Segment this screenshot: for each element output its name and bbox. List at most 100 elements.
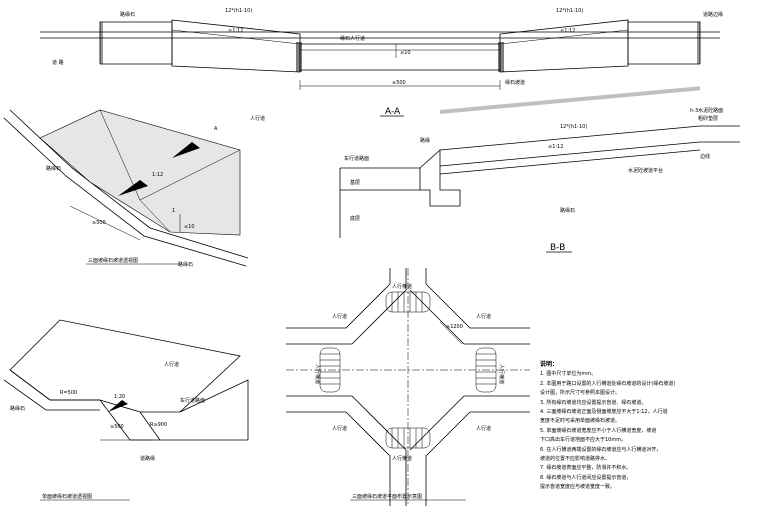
plan-corner-bl-outer bbox=[286, 411, 391, 506]
note-item: 提示盲道宽度应与坡道宽度一致。 bbox=[540, 484, 616, 491]
tf-arrow-1 bbox=[118, 180, 148, 196]
sf-ramp-side bbox=[139, 411, 161, 441]
bb-label-curb: 路缘 bbox=[420, 137, 430, 144]
plan-crosswalk-top bbox=[385, 291, 431, 313]
note-item: 3. 所有缘石坡道均应设置提示盲道、缘石坡道。 bbox=[540, 399, 647, 406]
sf-label-r-big: R≥900 bbox=[150, 422, 167, 428]
plan-label-dim: ≥1200 bbox=[446, 324, 463, 330]
tf-ramp-crease-right bbox=[139, 149, 241, 201]
aa-label-height: ≤10 bbox=[400, 50, 411, 56]
aa-right-ramp-line bbox=[499, 29, 629, 45]
sf-label-edge: 道路缘 bbox=[140, 455, 155, 462]
aa-curb-left bbox=[296, 42, 302, 72]
tf-arrow-2 bbox=[172, 142, 200, 158]
sf-curb-front-2 bbox=[3, 379, 100, 411]
aa-label-crosswalk: 缘石人行道 bbox=[340, 35, 365, 42]
bb-label-edge: 边线 bbox=[700, 153, 710, 160]
aa-label-ratio-left: ≤1:12 bbox=[228, 28, 243, 34]
plan-dim-line bbox=[439, 321, 463, 345]
tf-label-dim-a: A bbox=[214, 126, 218, 132]
note-item: 设计图，所示尺寸可参照本图设计。 bbox=[540, 390, 621, 397]
aa-left-ramp-line bbox=[171, 29, 301, 45]
aa-center-platform bbox=[299, 43, 501, 71]
plan-corner-tr-outer bbox=[425, 268, 530, 329]
bb-label-top-right2: 粗砂垫层 bbox=[698, 115, 718, 122]
tf-ramp-area bbox=[39, 109, 241, 236]
plan-label-sidewalk-left: 人行横道 bbox=[314, 364, 321, 384]
aa-label-ratio-right: ≤1:12 bbox=[560, 28, 575, 34]
note-item: 8. 缘石坡道与人行道间应设置提示盲道， bbox=[540, 474, 632, 481]
bb-base-line bbox=[439, 149, 701, 175]
plan-corner-br-inner bbox=[409, 395, 530, 451]
plan-label-pav-tl: 人行道 bbox=[332, 313, 347, 320]
notes-block: 说明： 1. 图中尺寸单位为mm。 2. 本图用于路口设置的人行横道处缘石坡道的… bbox=[540, 360, 750, 493]
bb-label-ratio: ≤1:12 bbox=[548, 144, 563, 150]
note-item: 5. 单面坡缘石坡道宽度应不小于人行横道宽度，坡道 bbox=[540, 427, 657, 434]
bb-label-road: 车行道路面 bbox=[344, 155, 369, 162]
three-face-perspective: 人行道 路缘石 1:12 ≥500 ≤10 1 路缘石 A 三面坡缘石坡道透视图 bbox=[3, 109, 265, 268]
plan-caption: 三面坡缘石坡道平面布置示意图 bbox=[352, 493, 422, 500]
tf-label-ratio: 1:12 bbox=[152, 172, 163, 178]
aa-label-curb-left: 路缘石 bbox=[120, 11, 135, 18]
bb-ramp-top bbox=[419, 125, 740, 169]
bb-label-slope: 12*(h1-10) bbox=[560, 124, 587, 130]
bb-title: B-B bbox=[550, 243, 565, 253]
aa-label-side-edge: 道路边缘 bbox=[703, 11, 723, 18]
aa-edge-right bbox=[697, 22, 700, 64]
sf-caption: 单面坡缘石坡道透视图 bbox=[42, 493, 92, 500]
aa-left-sidewalk bbox=[99, 21, 173, 65]
bb-label-curb-stone: 路缘石 bbox=[560, 207, 575, 214]
plan-label-pav-bl: 人行道 bbox=[332, 425, 347, 432]
plan-corner-bl-inner bbox=[286, 395, 407, 506]
notes-list: 1. 图中尺寸单位为mm。 2. 本图用于路口设置的人行横道处缘石坡道的设计(缘… bbox=[540, 370, 750, 492]
plan-label-sidewalk-top: 人行横道 bbox=[392, 283, 412, 290]
note-item: 6. 在人行横道两端设置的缘石坡道应与人行横道对齐， bbox=[540, 446, 662, 453]
note-item: 下口高出车行道地面不应大于10mm。 bbox=[540, 437, 627, 444]
bb-ramp-bottom bbox=[439, 141, 740, 167]
sf-label-r-small: R=500 bbox=[60, 390, 77, 396]
aa-label-road-left: 道 路 bbox=[52, 59, 64, 66]
note-item: 7. 缘石坡道表面应平整，防滑并不积水。 bbox=[540, 465, 632, 472]
aa-right-sidewalk bbox=[627, 21, 701, 65]
aa-edge-left bbox=[100, 22, 103, 64]
aa-label-side-curb: 缘石坡道 bbox=[505, 79, 525, 86]
tf-caption: 三面坡缘石坡道透视图 bbox=[88, 257, 138, 264]
section-bb: h-3水泥砼路面 粗砂垫层 路缘 车行道路面 12*(h1-10) ≤1:12 … bbox=[339, 86, 740, 253]
aa-title: A-A bbox=[385, 107, 401, 117]
tf-label-curb: 路缘石 bbox=[46, 165, 61, 172]
aa-label-width: ≥500 bbox=[392, 80, 406, 86]
tf-label-curb2: 路缘石 bbox=[178, 261, 193, 268]
sf-label-width: ≥500 bbox=[110, 424, 124, 430]
note-item: 1. 图中尺寸单位为mm。 bbox=[540, 371, 597, 378]
plan-crosswalk-right bbox=[475, 347, 497, 393]
sf-label-ratio: 1:20 bbox=[114, 394, 125, 400]
tf-label-height: ≤10 bbox=[184, 224, 195, 230]
sf-label-sidewalk: 人行道 bbox=[164, 361, 179, 368]
plan-crosswalk-bottom bbox=[385, 427, 431, 449]
bb-label-ramp-note: 水泥砼坡道平台 bbox=[628, 167, 663, 174]
note-item: 4. 三面坡缘石坡道正面及侧面坡度应不大于1:12，人行道 bbox=[540, 409, 668, 416]
plan-label-pav-tr: 人行道 bbox=[476, 313, 491, 320]
plan-corner-tl-inner bbox=[286, 268, 407, 345]
bb-curb-block bbox=[419, 150, 461, 207]
plan-view: 人行横道 人行横道 人行横道 人行横道 人行道 人行道 人行道 人行道 ≥120… bbox=[286, 268, 530, 506]
section-aa: 路缘石 道 路 12*(h1-10) 12*(h1-10) ≤1:12 ≤1:1… bbox=[40, 8, 723, 117]
note-item: 坡道的位置不应影响道路排水。 bbox=[540, 456, 611, 463]
aa-label-slope-left: 12*(h1-10) bbox=[225, 8, 252, 14]
plan-corner-br-outer bbox=[425, 411, 530, 506]
sf-label-road: 车行道路面 bbox=[180, 397, 205, 404]
sf-label-curb: 路缘石 bbox=[10, 405, 25, 412]
plan-corner-tl-outer bbox=[286, 268, 391, 329]
plan-label-sidewalk-right: 人行横道 bbox=[498, 364, 505, 384]
note-item: 2. 本图用于路口设置的人行横道处缘石坡道的设计(缘石坡道) bbox=[540, 380, 676, 387]
aa-label-slope-right: 12*(h1-10) bbox=[556, 8, 583, 14]
tf-label-sidewalk: 人行道 bbox=[250, 115, 265, 122]
plan-corner-tr-inner bbox=[409, 289, 530, 345]
plan-label-pav-br: 人行道 bbox=[476, 425, 491, 432]
tf-curb-bottom bbox=[3, 117, 247, 267]
sf-right-block bbox=[179, 379, 249, 440]
tf-label-width: ≥500 bbox=[92, 220, 106, 226]
sf-curb-front bbox=[9, 369, 100, 401]
bb-label-subgrade: 底层 bbox=[350, 215, 360, 222]
